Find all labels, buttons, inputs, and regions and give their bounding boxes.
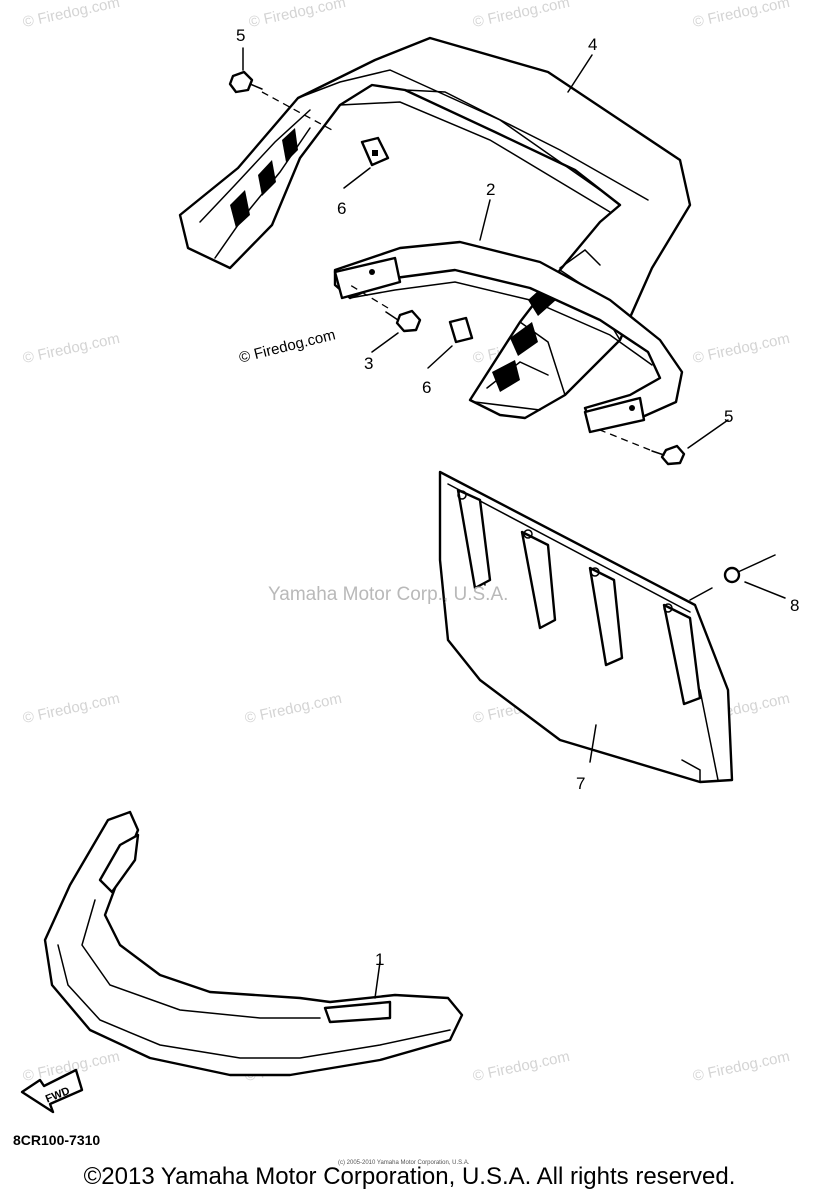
rivet-8 [723,554,776,584]
callout-1: 1 [375,950,385,969]
bolt-3 [385,309,422,333]
callout-2: 2 [486,180,496,199]
bolt-5-top [228,70,263,94]
diagram-code: 8CR100-7310 [13,1132,101,1148]
part-1-bumper [43,810,464,1077]
part-7-flap [438,470,734,784]
part-4-rear-rail [178,36,692,420]
callout-6-mid: 6 [422,378,432,397]
callout-6-top: 6 [337,199,347,218]
callout-4: 4 [588,35,598,54]
clip-6-mid [448,316,474,344]
part-2-bracket [333,240,684,434]
bolt-5-right [651,444,686,466]
leader-lines [242,47,786,999]
center-watermark: Yamaha Motor Corp., U.S.A. [268,584,509,605]
callout-7: 7 [576,774,586,793]
fwd-arrow-icon: FWD [20,1068,84,1114]
copyright-footer: ©2013 Yamaha Motor Corporation, U.S.A. A… [83,1163,736,1190]
footer-small-print: (c) 2005-2010 Yamaha Motor Corporation, … [338,1160,470,1166]
clip-6-top [360,136,390,167]
callout-3: 3 [364,354,374,373]
callout-5-right: 5 [724,407,734,426]
callout-8: 8 [790,596,800,615]
callout-5-top: 5 [236,26,246,45]
